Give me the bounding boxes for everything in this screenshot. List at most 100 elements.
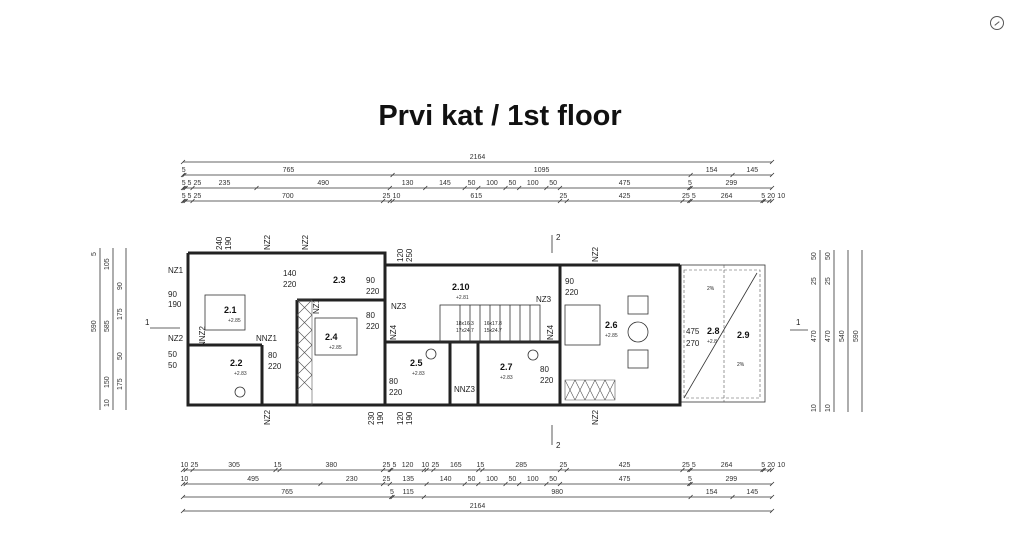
dimension-value: 540 — [839, 330, 846, 342]
room-elevation: +2.83 — [412, 371, 425, 377]
dimension-value: 25 — [194, 193, 202, 200]
door-width: 80 — [366, 311, 375, 320]
room-elevation: +2.85 — [228, 318, 241, 324]
room-elevation: +2.8 — [707, 339, 717, 345]
dimension-tick — [390, 494, 395, 500]
dimension-value: 5 — [692, 193, 696, 200]
opening-dimension: 190 — [224, 236, 233, 250]
dimension-tick — [390, 198, 395, 204]
door-width: 140 — [283, 269, 297, 278]
dimension-value: 145 — [746, 167, 758, 174]
dimension-value: 470 — [825, 330, 832, 342]
door-height: 220 — [283, 280, 297, 289]
dimension-value: 25 — [811, 277, 818, 285]
dimension-value: 5 — [91, 252, 98, 256]
door-height: 220 — [389, 388, 403, 397]
dimension-tick — [254, 185, 259, 191]
dimension-value: 115 — [403, 489, 414, 496]
dimension-tick — [730, 172, 735, 178]
dimension-value: 590 — [91, 320, 98, 332]
dimension-tick — [273, 467, 278, 473]
right-dimensions: 590 540 470 470 50 50 25 25 10 10 — [811, 250, 863, 412]
dimension-tick — [503, 185, 508, 191]
dimension-tick — [730, 494, 735, 500]
dimension-value: 765 — [281, 489, 293, 496]
dimension-value: 10 — [825, 404, 832, 412]
dimension-value: 15 — [476, 462, 484, 469]
dimension-value: 100 — [527, 476, 539, 483]
dimension-tick — [180, 198, 186, 204]
dimension-value: 5 — [688, 476, 692, 483]
opening-label: NZ2 — [263, 234, 272, 250]
dimension-tick — [557, 467, 563, 473]
dimension-tick — [462, 481, 467, 487]
dimension-tick — [564, 198, 570, 204]
opening-label: NZ1 — [168, 266, 184, 275]
dimension-value: 50 — [508, 180, 516, 187]
dimension-value: 25 — [191, 462, 199, 469]
dimension-value: 5 — [182, 193, 186, 200]
dimension-tick — [183, 198, 189, 204]
dimension-value: 470 — [811, 330, 818, 342]
dimension-value: 25 — [559, 462, 567, 469]
dimension-tick — [766, 467, 772, 473]
dimension-value: 154 — [706, 489, 718, 496]
room-2-5: 2.5 — [410, 358, 423, 368]
dimension-value: 5 — [182, 180, 186, 187]
opening-dimension: 240 — [215, 236, 224, 250]
dimension-value: 299 — [725, 180, 737, 187]
dimension-value: 25 — [383, 476, 391, 483]
opening-label: NZ1 — [312, 298, 321, 314]
dimension-value: 20 — [767, 193, 775, 200]
dimension-value: 264 — [721, 193, 733, 200]
room-2-3: 2.3 — [333, 275, 346, 285]
dimension-value: 285 — [515, 462, 527, 469]
dimension-tick — [688, 494, 693, 500]
dimension-tick — [180, 172, 186, 178]
dimension-value: 100 — [527, 180, 539, 187]
dimension-value: 2164 — [470, 503, 486, 510]
page-title: Prvi kat / 1st floor — [378, 100, 622, 132]
dimension-value: 50 — [811, 252, 818, 260]
door-width: 80 — [389, 377, 398, 386]
dimension-value: 100 — [486, 476, 498, 483]
opening-dimension: 120 — [396, 248, 405, 262]
dimension-tick — [180, 467, 186, 473]
dimension-value: 5 — [688, 180, 692, 187]
dimension-tick — [686, 481, 692, 487]
dimension-tick — [380, 198, 386, 204]
dimension-value: 615 — [470, 193, 482, 200]
dimension-tick — [680, 198, 685, 204]
dimension-value: 230 — [346, 476, 358, 483]
dimension-tick — [688, 172, 693, 178]
window-height: 50 — [168, 361, 177, 370]
dimension-tick — [769, 159, 775, 165]
dimension-tick — [557, 185, 563, 191]
opening-dimension: 190 — [405, 411, 414, 425]
opening-label: NZ2 — [591, 409, 600, 425]
room-2-10: 2.10 — [452, 282, 470, 292]
dimension-tick — [421, 467, 427, 473]
dimension-value: 5 — [182, 167, 186, 174]
dimension-value: 154 — [706, 167, 718, 174]
dimension-tick — [387, 467, 393, 473]
dimension-tick — [688, 185, 693, 191]
door-width: 80 — [268, 351, 277, 360]
stair-spec: 16x17.8 — [484, 321, 502, 327]
dimension-tick — [462, 185, 467, 191]
dimension-value: 25 — [825, 277, 832, 285]
room-2-9: 2.9 — [737, 330, 750, 340]
dimension-value: 305 — [228, 462, 240, 469]
dimension-value: 25 — [383, 462, 391, 469]
room-elevation: +2.83 — [234, 371, 247, 377]
dimension-value: 10 — [180, 476, 188, 483]
dimension-value: 475 — [619, 476, 631, 483]
bed — [564, 304, 601, 346]
dimension-value: 5 — [761, 462, 765, 469]
dimension-tick — [769, 198, 775, 204]
opening-label: NZ3 — [391, 302, 407, 311]
dimension-tick — [388, 467, 394, 473]
door-height: 220 — [268, 362, 282, 371]
left-dimensions: 590 585 175 175 50 150 10 90 105 5 — [91, 248, 127, 410]
dimension-tick — [766, 198, 772, 204]
